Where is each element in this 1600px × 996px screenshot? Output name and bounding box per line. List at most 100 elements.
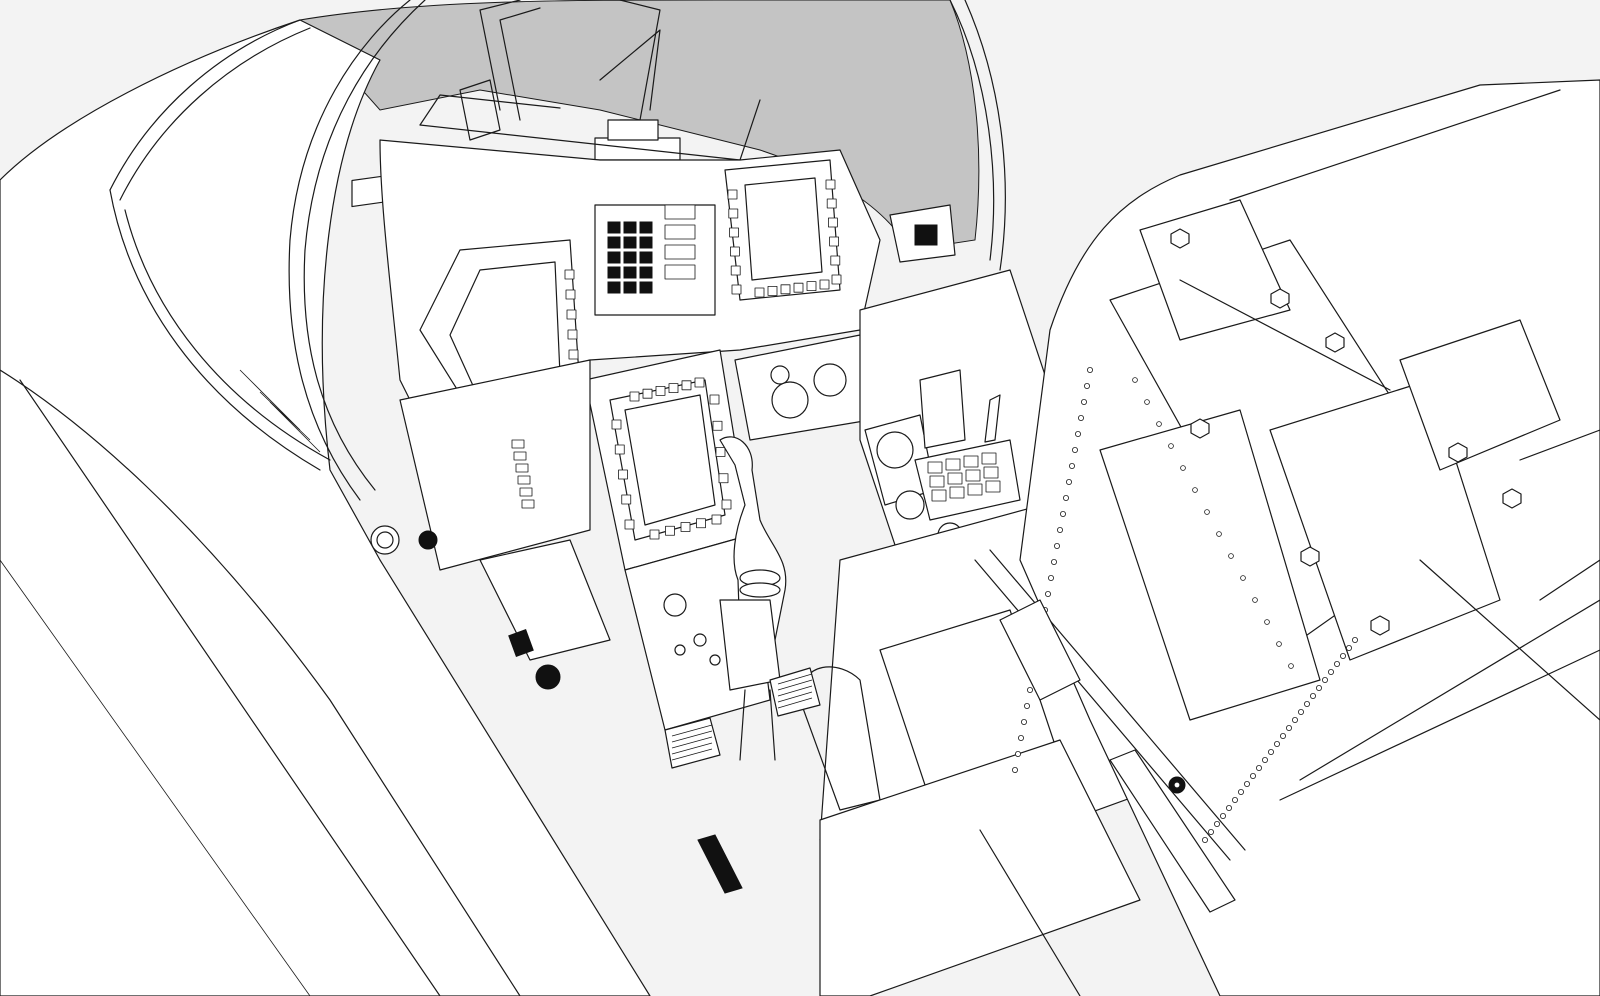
keypad-key	[623, 281, 637, 294]
bezel-button	[681, 380, 692, 391]
console-slot	[513, 451, 527, 461]
bezel-button	[715, 447, 726, 457]
rivet	[1322, 677, 1329, 684]
rivet	[1072, 446, 1079, 453]
bezel-button	[649, 529, 660, 540]
rivet	[1262, 757, 1269, 764]
bezel-button	[567, 329, 578, 340]
rivet	[1292, 717, 1299, 724]
rivet	[1045, 591, 1052, 598]
rear-cockpit	[1012, 79, 1600, 996]
bezel-button	[565, 289, 576, 300]
bezel-button	[629, 391, 640, 402]
keypad-key	[607, 266, 621, 279]
bezel-button	[621, 494, 632, 505]
rivet	[1220, 813, 1227, 820]
ladder-rung	[777, 697, 813, 709]
rivet	[1346, 645, 1353, 652]
console-slot	[521, 499, 535, 509]
rivet	[1156, 421, 1162, 427]
bezel-button	[655, 385, 666, 396]
bezel-button	[709, 394, 720, 405]
bezel-button	[564, 269, 575, 280]
throttle-key	[965, 469, 981, 482]
hex-bolt	[1448, 442, 1468, 463]
keypad-key	[607, 251, 621, 264]
rivet	[1280, 733, 1287, 740]
rivet	[1226, 805, 1233, 812]
bezel-button	[712, 420, 723, 431]
ladder-rung	[777, 679, 813, 691]
rivet	[1021, 719, 1028, 726]
rivet	[1084, 382, 1091, 389]
rivet	[1286, 725, 1293, 732]
rivet	[1232, 797, 1239, 804]
rivet	[1069, 462, 1076, 469]
rivet	[1276, 641, 1282, 647]
gauge-icon	[663, 593, 721, 666]
console-slot	[511, 439, 525, 449]
rivet	[1298, 709, 1305, 716]
ladder-rung	[777, 685, 813, 697]
bezel-button	[611, 419, 622, 430]
console-slot	[515, 463, 529, 473]
bezel-button	[819, 279, 830, 290]
rivet	[1310, 693, 1317, 700]
throttle-key	[927, 461, 943, 474]
console-slot	[517, 475, 531, 485]
rivet	[1214, 821, 1221, 828]
hex-bolt	[1170, 228, 1190, 249]
throttle-key	[945, 458, 961, 471]
rivet	[1264, 619, 1270, 625]
throttle-key	[931, 489, 947, 502]
bezel-button	[618, 469, 628, 480]
rivet	[1252, 597, 1258, 603]
instrument-panel	[379, 139, 956, 421]
bezel-button	[728, 208, 739, 219]
rivet	[1340, 653, 1347, 660]
rivet	[1180, 465, 1186, 471]
rivet	[1316, 685, 1323, 692]
rivet	[1250, 773, 1257, 780]
rivet	[1054, 543, 1061, 550]
throttle-key	[967, 483, 983, 496]
rivet	[1238, 789, 1245, 796]
bezel-button	[830, 255, 841, 266]
rivet	[1087, 366, 1094, 373]
hex-bolt	[1190, 418, 1210, 439]
rivet	[1048, 575, 1055, 582]
right-mfd-display	[724, 159, 842, 301]
rivet	[1208, 829, 1215, 836]
keypad-key	[623, 266, 637, 279]
ladder-rung	[777, 691, 813, 703]
throttle-key	[947, 472, 963, 485]
bezel-button	[730, 246, 740, 257]
ladder-icon	[664, 667, 821, 769]
rivet	[1328, 669, 1335, 676]
rivet	[1060, 510, 1067, 517]
bezel-button	[825, 179, 836, 190]
bezel-button	[727, 189, 738, 200]
keypad-key	[607, 281, 621, 294]
bezel-button	[831, 274, 842, 285]
rivet	[1066, 478, 1073, 485]
bezel-button	[730, 265, 741, 276]
keypad-key	[607, 236, 621, 249]
bezel-button	[711, 514, 722, 525]
ladder-rung	[671, 742, 713, 755]
bezel-button	[754, 287, 765, 298]
bezel-button	[780, 284, 791, 295]
throttle-key	[981, 452, 997, 465]
keypad-key	[639, 236, 653, 249]
ladder-rung	[671, 748, 713, 761]
left-fuselage	[0, 19, 651, 996]
keypad-key	[639, 221, 653, 234]
rivet	[1202, 837, 1209, 844]
control-stick-icon[interactable]	[719, 436, 787, 761]
throttle-key	[949, 486, 965, 499]
bezel-button	[566, 309, 577, 320]
bezel-button	[729, 227, 739, 238]
left-console	[370, 359, 743, 894]
